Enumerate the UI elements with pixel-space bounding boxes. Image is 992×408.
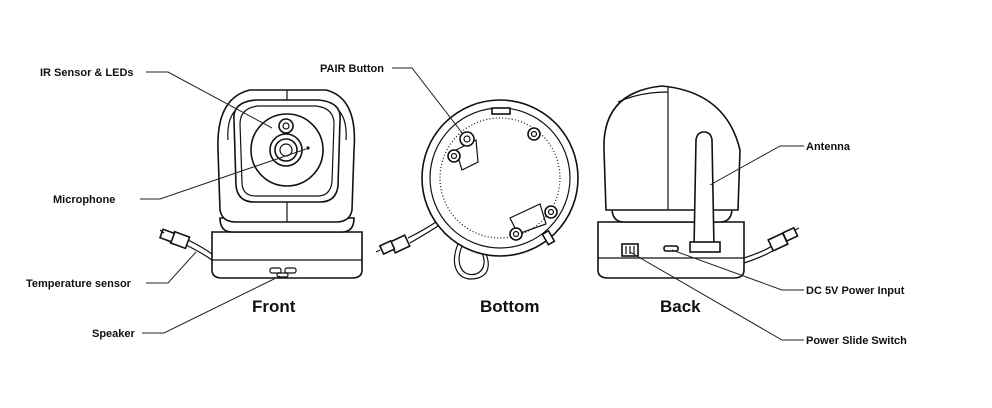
leader-power-switch	[629, 251, 804, 341]
leader-temperature	[146, 251, 197, 284]
label-dc-input: DC 5V Power Input	[806, 285, 905, 297]
leader-microphone	[140, 148, 307, 200]
leader-pair-button	[392, 67, 464, 135]
speaker-grille	[269, 267, 297, 278]
view-title-front: Front	[252, 297, 296, 316]
view-title-bottom: Bottom	[480, 297, 539, 316]
label-temperature-sensor: Temperature sensor	[26, 278, 132, 290]
view-title-back: Back	[660, 297, 701, 316]
leader-speaker	[142, 275, 281, 334]
dc-power-input-port	[663, 245, 679, 252]
antenna	[689, 131, 721, 253]
label-antenna: Antenna	[806, 141, 851, 153]
leader-ir-sensor	[146, 71, 273, 129]
ir-sensor-leds	[278, 118, 294, 134]
leader-antenna	[709, 145, 804, 186]
bottom-cable-plug	[375, 234, 411, 256]
label-pair-button: PAIR Button	[320, 63, 384, 75]
label-microphone: Microphone	[53, 194, 115, 206]
back-view-camera	[597, 85, 800, 279]
label-power-switch: Power Slide Switch	[806, 335, 907, 347]
front-view-camera	[158, 89, 363, 279]
label-speaker: Speaker	[92, 328, 136, 340]
microphone-hole	[306, 146, 310, 150]
front-cable-plug	[158, 228, 191, 250]
bottom-view-camera	[375, 99, 579, 280]
power-slide-switch	[621, 243, 639, 257]
back-cable-plug	[767, 226, 800, 252]
leader-dc-input	[671, 249, 804, 291]
label-ir-sensor: IR Sensor & LEDs	[40, 67, 134, 79]
camera-lens	[269, 133, 303, 167]
pair-button	[459, 131, 475, 147]
